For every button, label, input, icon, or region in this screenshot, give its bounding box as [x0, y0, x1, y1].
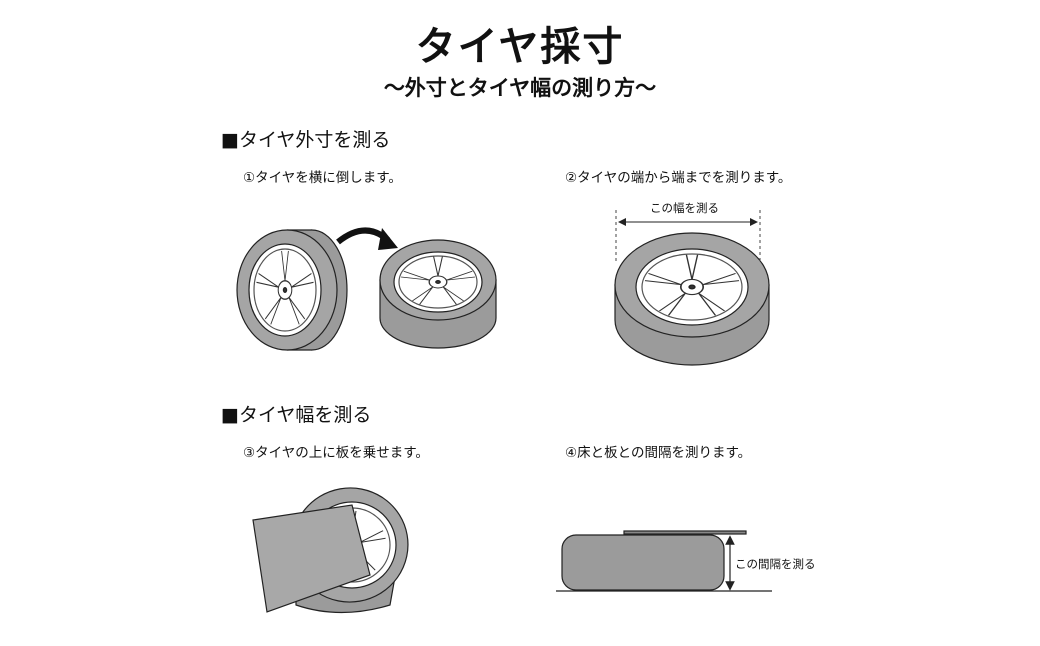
page-title: タイヤ採寸 — [415, 24, 625, 70]
step-2-text: ②タイヤの端から端までを測ります。 — [565, 170, 792, 186]
tire-with-board-illustration — [252, 487, 409, 614]
page-subtitle: 〜外寸とタイヤ幅の測り方〜 — [383, 76, 657, 100]
tire-gap-illustration — [556, 530, 772, 592]
board-flat — [623, 530, 747, 535]
step-4-text: ④床と板との間隔を測ります。 — [565, 445, 752, 461]
step-1-text: ①タイヤを横に倒します。 — [243, 170, 402, 186]
section-heading-outer-size: ■タイヤ外寸を測る — [221, 129, 391, 151]
tire-standing-illustration — [236, 229, 348, 351]
tire-lying-illustration — [379, 239, 497, 349]
measure-width-label: この幅を測る — [650, 201, 719, 215]
tire-diameter-illustration — [614, 232, 770, 366]
board — [252, 504, 371, 613]
measure-gap-label: この間隔を測る — [735, 557, 816, 571]
section-heading-tire-width: ■タイヤ幅を測る — [221, 404, 372, 426]
step-3-text: ③タイヤの上に板を乗せます。 — [243, 445, 429, 461]
